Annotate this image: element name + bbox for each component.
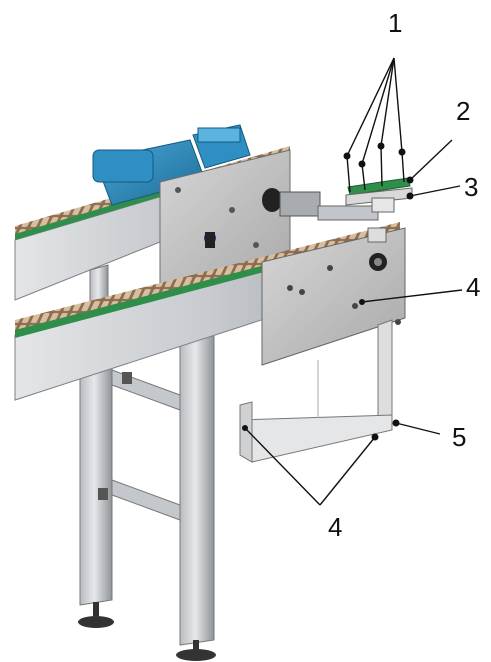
motor-box-top xyxy=(197,127,241,143)
bracket-bottom xyxy=(239,414,393,463)
leader-4b-left xyxy=(244,427,321,506)
bracket-right-post xyxy=(377,319,393,429)
shaft-coupling xyxy=(262,188,379,221)
sensor-strip-green xyxy=(347,177,411,196)
motor-cap xyxy=(92,149,154,183)
crossbar-low xyxy=(111,479,181,521)
leader-1c xyxy=(380,57,395,147)
leader-1a xyxy=(346,57,395,157)
callout-4-upper: 4 xyxy=(466,272,480,302)
leader-1f xyxy=(361,163,366,191)
callout-3: 3 xyxy=(464,172,478,202)
leg-front-left xyxy=(79,349,113,606)
sensor-assembly xyxy=(345,177,413,243)
support-bracket xyxy=(239,319,393,463)
leader-1b xyxy=(361,57,395,165)
feet xyxy=(78,602,216,661)
legs xyxy=(79,264,215,646)
leader-4b-right xyxy=(319,436,376,506)
back-drive-plate xyxy=(159,149,291,291)
leader-lines xyxy=(244,57,463,506)
callout-5: 5 xyxy=(452,422,466,452)
callout-4-lower: 4 xyxy=(328,512,342,542)
callout-labels: 1 2 3 4 4 5 xyxy=(328,8,480,542)
sensor-block xyxy=(371,197,395,213)
leg-front-right xyxy=(179,319,215,646)
leader-1g xyxy=(380,145,383,187)
leader-1d xyxy=(393,57,403,153)
callout-1: 1 xyxy=(388,8,402,38)
leader-2 xyxy=(409,139,453,181)
front-drive-plate xyxy=(261,227,406,366)
leader-5 xyxy=(395,422,441,435)
front-chain xyxy=(15,222,400,330)
leader-dots xyxy=(242,142,414,441)
motor xyxy=(92,124,251,206)
leader-4a xyxy=(361,289,463,303)
bracket-left-post xyxy=(239,401,253,463)
callout-2: 2 xyxy=(456,96,470,126)
leader-3 xyxy=(409,185,461,197)
leader-1e xyxy=(346,155,351,193)
leader-1h xyxy=(401,151,405,183)
